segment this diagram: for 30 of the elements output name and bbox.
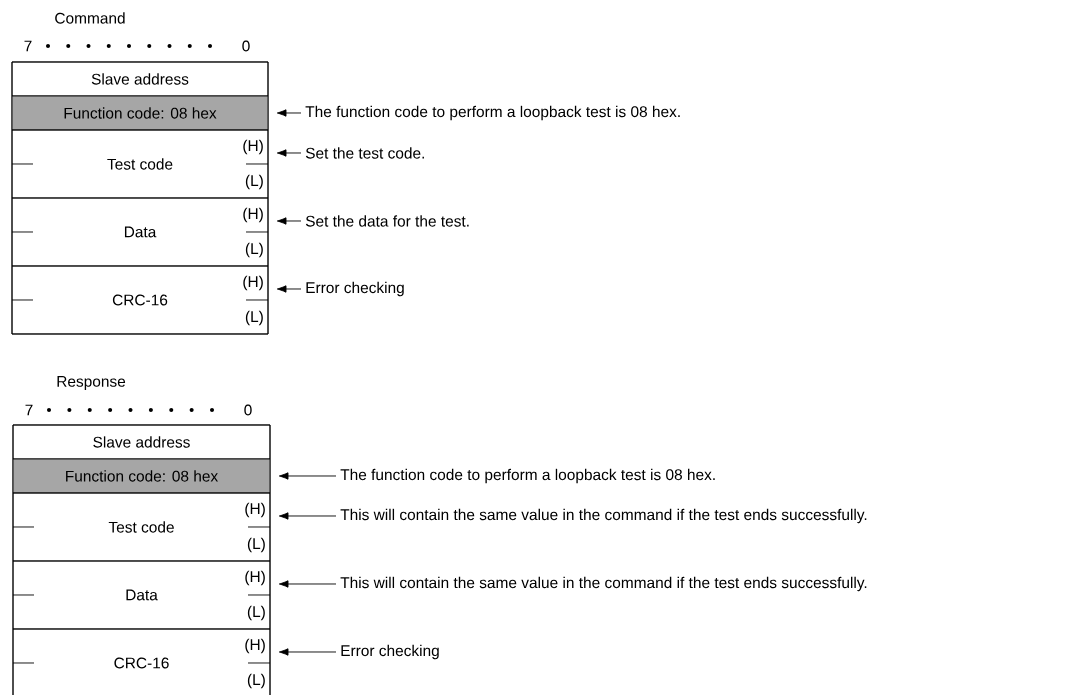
arrow [278,512,337,520]
frame-title: Command [55,12,125,24]
arrow [276,109,302,117]
field-row: CRC-16 (H) (L) [11,265,269,335]
annotation-text: The function code to perform a loopback test is 08 hex. [340,468,715,484]
bit-label: 0 [244,404,252,416]
field-row: Test code (H) (L) [11,129,269,199]
arrow [278,472,337,480]
arrow [276,149,302,157]
field-row: Function code: 08 hex [11,95,269,131]
arrow [276,285,302,293]
field-row: Data (H) (L) [11,197,269,267]
bit-label: 0 [242,40,250,52]
annotation-text: This will contain the same value in the command if the test ends successfully. [340,508,867,524]
frame-title: Response [57,376,126,390]
annotation-text: Error checking [306,281,404,297]
annotation-text: This will contain the same value in the command if the test ends successfully. [340,576,867,592]
arrow [278,580,337,588]
annotation-text: The function code to perform a loopback test is 08 hex. [305,105,680,121]
arrow [278,648,337,656]
annotation-text: Set the data for the test. [305,215,469,227]
bit-label: 7 [25,404,33,416]
field-row: CRC-16 (H) (L) [12,628,271,695]
field-row: Data (H) (L) [12,560,271,630]
arrow [276,217,302,225]
annotation-text: Set the test code. [305,147,424,159]
field-row: Test code (H) (L) [12,492,271,562]
annotation-text: Error checking [341,644,439,660]
field-row: Function code: 08 hex [12,458,271,494]
bit-label: 7 [24,40,32,52]
